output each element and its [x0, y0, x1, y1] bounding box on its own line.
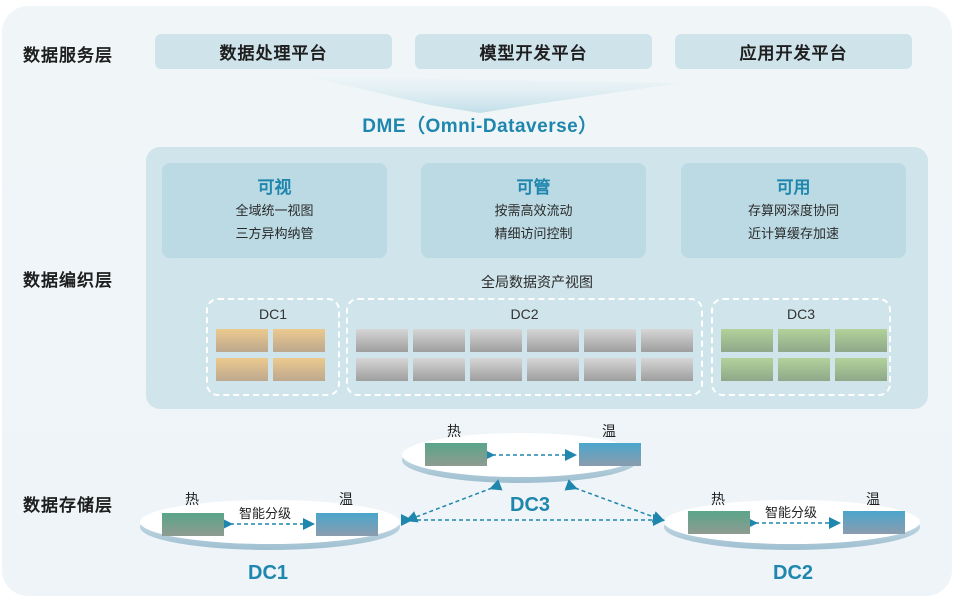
asset-block [470, 329, 522, 352]
dc3-warm-tier [579, 443, 641, 466]
dc3-storage-name: DC3 [510, 494, 551, 516]
asset-block [273, 358, 325, 381]
feature-line: 近计算缓存加速 [747, 227, 839, 242]
dc1-storage-name: DC1 [248, 562, 289, 584]
asset-block [721, 358, 773, 381]
dc2-tiering-label: 智能分级 [765, 506, 818, 521]
asset-block [356, 358, 408, 381]
asset-block [470, 358, 522, 381]
feature-line: 按需高效流动 [494, 204, 573, 219]
feature-usable: 可用 存算网深度协同 近计算缓存加速 [681, 163, 906, 258]
feature-manageable: 可管 按需高效流动 精细访问控制 [421, 163, 646, 258]
dc3-warm-label: 温 [602, 424, 616, 440]
feature-line: 存算网深度协同 [747, 204, 839, 219]
dme-title: DME（Omni-Dataverse） [362, 116, 598, 137]
feature-line: 精细访问控制 [494, 227, 573, 242]
asset-group-label: DC1 [258, 306, 287, 322]
asset-block [273, 329, 325, 352]
dc1-warm-label: 温 [339, 492, 353, 508]
dc2-warm-label: 温 [866, 492, 880, 508]
global-asset-view-label: 全局数据资产视图 [481, 275, 593, 291]
dc1-warm-tier [316, 513, 378, 536]
asset-group-label: DC3 [786, 306, 815, 322]
feature-line: 三方异构纳管 [235, 227, 314, 242]
dc2-hot-tier [688, 511, 750, 534]
asset-block [721, 329, 773, 352]
asset-block [835, 329, 887, 352]
asset-block [413, 329, 465, 352]
asset-group-dc1: DC1 [206, 298, 340, 396]
asset-block [413, 358, 465, 381]
feature-line: 全域统一视图 [235, 204, 314, 219]
dc3-hot-label: 热 [447, 424, 461, 440]
dc1-tiering-label: 智能分级 [239, 507, 292, 522]
layer-label-weave: 数据编织层 [23, 271, 113, 291]
asset-block [216, 358, 268, 381]
feature-title: 可用 [776, 178, 811, 198]
feature-title: 可视 [257, 178, 292, 198]
funnel-shape [310, 77, 680, 113]
asset-block [527, 329, 579, 352]
asset-block [527, 358, 579, 381]
feature-title: 可管 [516, 178, 551, 198]
platform-app-development: 应用开发平台 [675, 34, 912, 69]
dc2-warm-tier [843, 511, 905, 534]
asset-group-dc2: DC2 [346, 298, 703, 396]
platform-model-development: 模型开发平台 [415, 34, 652, 69]
dc1-hot-label: 热 [185, 492, 199, 508]
dc1-hot-tier [162, 513, 224, 536]
dc2-hot-label: 热 [711, 492, 725, 508]
asset-block [216, 329, 268, 352]
arrow-dc3-dc2 [564, 479, 665, 523]
platform-data-processing: 数据处理平台 [155, 34, 392, 69]
asset-group-label: DC2 [510, 306, 539, 322]
asset-block [584, 358, 636, 381]
asset-block [835, 358, 887, 381]
asset-block [356, 329, 408, 352]
asset-block [778, 358, 830, 381]
data-weave-panel: 可视 全域统一视图 三方异构纳管 可管 按需高效流动 精细访问控制 可用 存算网… [146, 147, 928, 409]
asset-block [778, 329, 830, 352]
arrow-dc3-dc1 [405, 479, 503, 523]
asset-group-dc3: DC3 [711, 298, 891, 396]
asset-block [584, 329, 636, 352]
feature-visible: 可视 全域统一视图 三方异构纳管 [162, 163, 387, 258]
layer-label-storage: 数据存储层 [23, 496, 113, 516]
asset-block [641, 358, 693, 381]
layer-label-service: 数据服务层 [23, 46, 113, 66]
dc3-hot-tier [425, 443, 487, 466]
asset-block [641, 329, 693, 352]
dc2-storage-name: DC2 [773, 562, 814, 584]
